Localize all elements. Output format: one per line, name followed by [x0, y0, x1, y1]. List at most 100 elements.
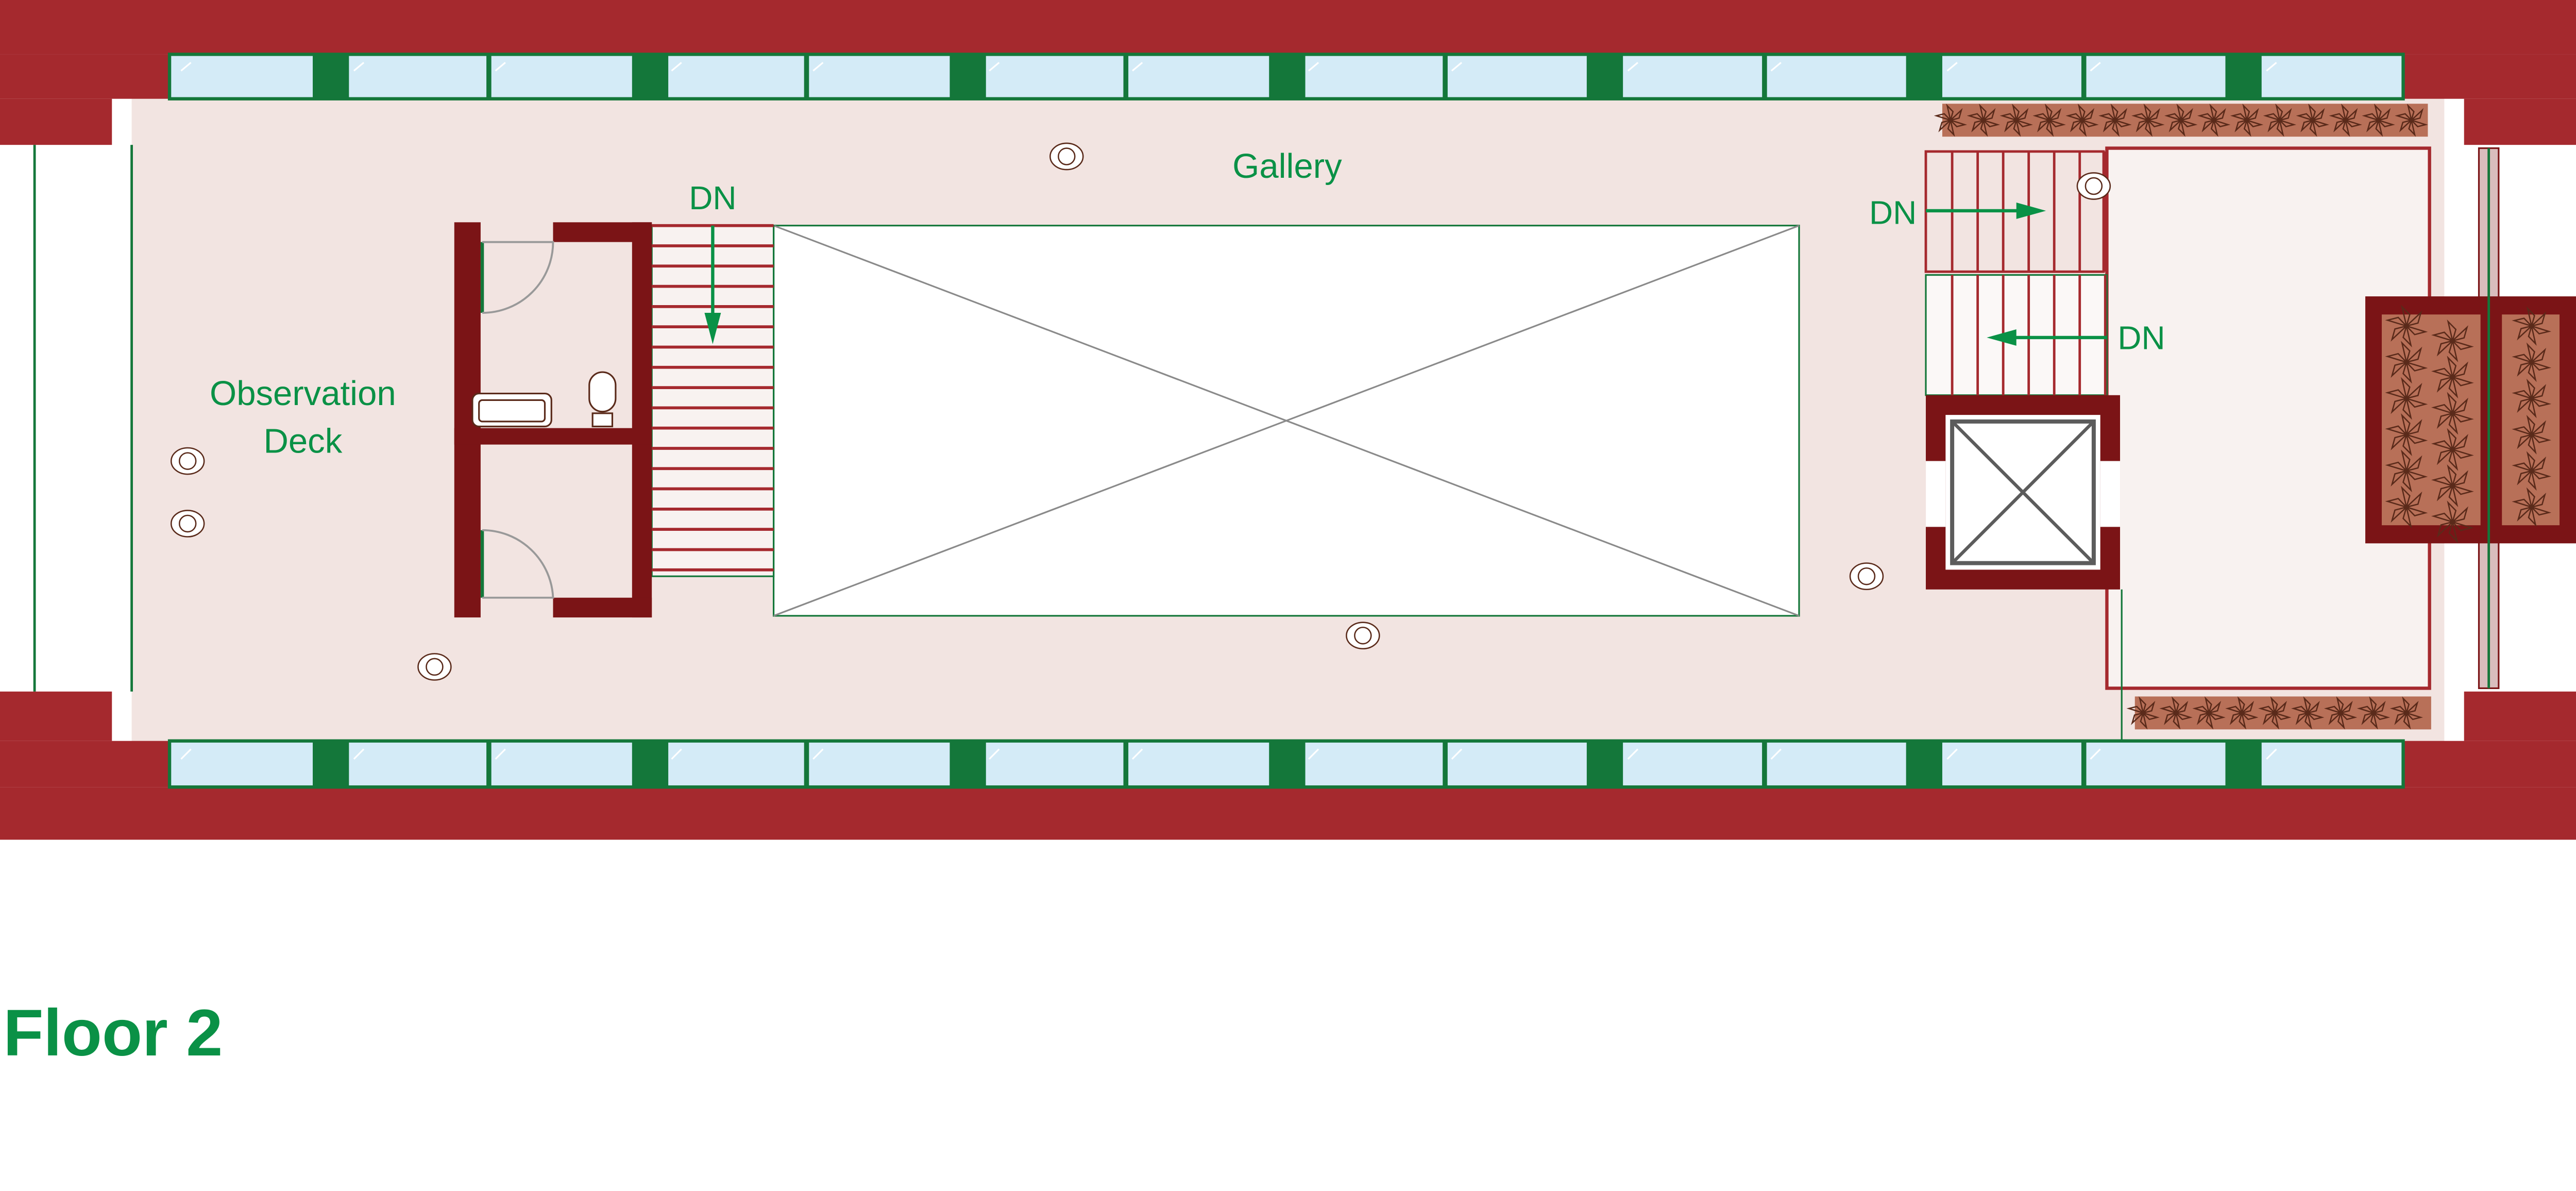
window-column: [1269, 54, 1306, 99]
sink-icon: [471, 392, 552, 428]
glass-reflection: [1627, 62, 1638, 72]
glass-reflection: [1627, 748, 1639, 760]
plant-foliage: [1934, 103, 2552, 730]
restroom-doors: [480, 241, 554, 599]
glass-reflection: [2090, 62, 2101, 72]
leaf-icon: [2389, 696, 2424, 730]
people-figures: [170, 142, 2111, 681]
person-head-icon: [426, 658, 444, 676]
bottom-window-strip: [167, 739, 2405, 789]
glass-reflection: [495, 748, 506, 760]
glass-reflection: [1131, 748, 1143, 760]
window-column: [632, 741, 669, 787]
window-mullion: [1443, 741, 1448, 787]
leaf-icon: [2512, 451, 2552, 491]
glass-reflection: [1770, 62, 1782, 72]
right-upper-stair-arrow: [1926, 202, 2046, 219]
leaf-icon: [2431, 500, 2474, 544]
leaf-icon: [2431, 356, 2474, 399]
person-head-icon: [1857, 567, 1876, 585]
deck-label: Deck: [263, 422, 342, 461]
leaf-icon: [2098, 103, 2132, 137]
glass-reflection: [1946, 748, 1958, 760]
leaf-icon: [2512, 487, 2552, 527]
window-column: [2225, 741, 2262, 787]
leaf-icon: [2385, 305, 2428, 348]
window-column: [632, 54, 669, 99]
restroom-walls: [454, 222, 652, 618]
floor-title: Floor 2: [3, 996, 223, 1070]
leaf-icon: [2385, 485, 2428, 529]
glass-reflection: [671, 748, 682, 760]
window-column: [1586, 741, 1623, 787]
window-mullion: [1123, 741, 1129, 787]
glass-reflection: [989, 62, 1000, 72]
planter-right: [2365, 296, 2576, 544]
leaf-icon: [2512, 415, 2552, 455]
right-upper-dn-label: DN: [1869, 194, 1917, 231]
glass-reflection: [1770, 748, 1782, 760]
glass-reflection: [671, 62, 682, 72]
window-column: [1586, 54, 1623, 99]
glass-reflection: [2266, 62, 2277, 72]
glass-reflection: [988, 748, 1000, 760]
toilet-icon: [588, 371, 617, 428]
planter-bottom: [2134, 696, 2431, 730]
glass-reflection: [1451, 748, 1463, 760]
left-railing: [33, 145, 133, 692]
leaf-icon: [2164, 103, 2198, 137]
leaf-icon: [2385, 449, 2428, 493]
window-column: [1906, 54, 1942, 99]
gallery-label: Gallery: [1232, 147, 1342, 186]
glass-reflection: [1308, 748, 1319, 760]
exterior-walls: [0, 0, 2576, 840]
window-mullion: [1762, 54, 1767, 99]
glass-reflection: [812, 62, 824, 72]
window-column: [1906, 741, 1942, 787]
glass-reflection: [180, 62, 192, 72]
window-mullion: [1443, 54, 1448, 99]
leaf-icon: [2197, 103, 2231, 137]
person-head-icon: [1058, 147, 1076, 165]
leaf-icon: [2291, 696, 2325, 730]
person-head-icon: [178, 514, 197, 533]
window-mullion: [1762, 741, 1767, 787]
glass-reflection: [1308, 62, 1319, 72]
top-window-strip: [167, 53, 2405, 100]
glass-reflection: [495, 62, 506, 72]
person-head-icon: [178, 452, 197, 470]
right-lower-stair-arrow: [1987, 329, 2107, 346]
leaf-icon: [2230, 103, 2264, 137]
leaf-icon: [2225, 696, 2259, 730]
glass-reflection: [2090, 748, 2101, 760]
observation-label: Observation: [210, 374, 396, 413]
glass-reflection: [2266, 748, 2277, 760]
right-lower-dn-label: DN: [2117, 319, 2165, 356]
window-column: [313, 54, 349, 99]
person-head-icon: [2084, 177, 2103, 195]
window-mullion: [2081, 741, 2087, 787]
leaf-icon: [2385, 341, 2428, 384]
floor-plan: Gallery Observation Deck DN DN DN Floor …: [0, 0, 2576, 1070]
leaf-icon: [2512, 342, 2552, 382]
left-stair-dn-label: DN: [689, 179, 736, 216]
window-mullion: [1123, 54, 1129, 99]
leaf-icon: [2431, 428, 2474, 471]
leaf-icon: [2512, 306, 2552, 346]
window-column: [950, 54, 986, 99]
leaf-icon: [2362, 103, 2395, 137]
left-stair-arrow: [704, 225, 721, 344]
leaf-icon: [2263, 103, 2297, 137]
glass-reflection: [353, 748, 365, 760]
window-mullion: [804, 54, 809, 99]
window-mullion: [486, 741, 492, 787]
atrium-void: [772, 225, 1800, 617]
glass-reflection: [1451, 62, 1463, 72]
elevator: [1926, 395, 2121, 590]
leaf-icon: [2324, 696, 2358, 730]
leaf-icon: [2357, 696, 2391, 730]
person-head-icon: [1354, 626, 1372, 645]
window-mullion: [2081, 54, 2087, 99]
leaf-icon: [2431, 464, 2474, 508]
leaf-icon: [2131, 103, 2165, 137]
